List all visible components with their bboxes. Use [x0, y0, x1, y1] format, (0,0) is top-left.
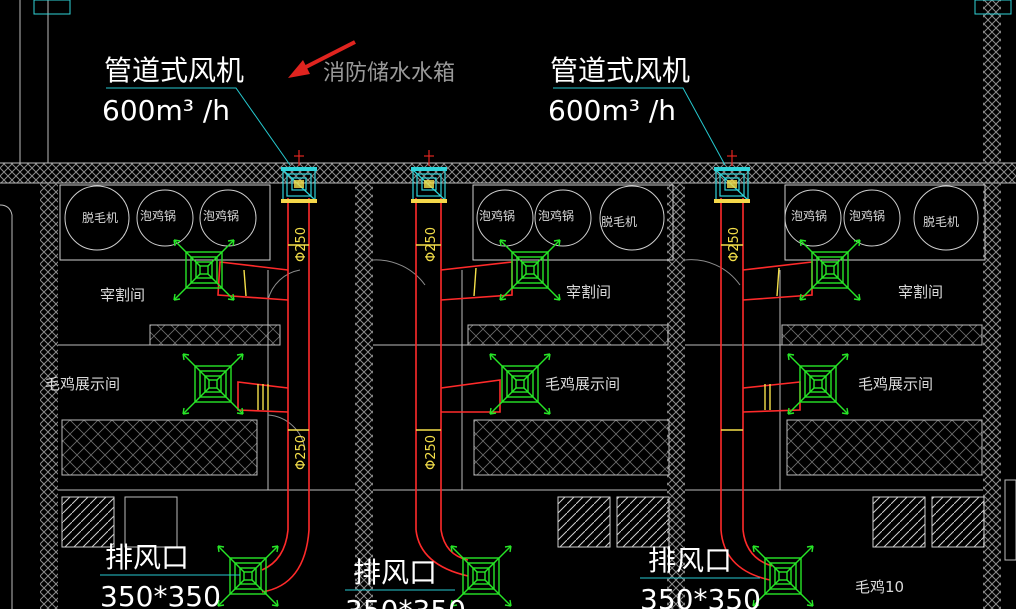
duct-diameter-label: Φ250	[294, 435, 309, 470]
fan-label-2-flow: 600m³ /h	[548, 94, 676, 127]
duct-diameter-label: Φ250	[727, 227, 742, 262]
equipment-label: 脱毛机	[601, 214, 637, 229]
exhaust-label-3-size: 350*350	[640, 583, 761, 609]
room-label-showroom: 毛鸡展示间	[545, 375, 620, 393]
diffuser-icon	[182, 353, 244, 415]
equipment-label: 脱毛机	[82, 210, 118, 225]
room-label-bottom-right: 毛鸡10	[855, 578, 904, 596]
diffuser-icon	[217, 545, 279, 607]
equipment-label: 泡鸡锅	[203, 208, 239, 223]
room-label-slaughter: 宰割间	[100, 286, 145, 304]
fan-label-2-name: 管道式风机	[550, 54, 690, 87]
exhaust-label-3-name: 排风口	[648, 544, 732, 577]
room-label-showroom: 毛鸡展示间	[45, 375, 120, 393]
top-wall	[0, 163, 1016, 183]
fan-label-1-name: 管道式风机	[104, 54, 244, 87]
equipment-label: 脱毛机	[923, 214, 959, 229]
diffuser-icon	[489, 353, 551, 415]
diffuser-icon	[173, 239, 235, 301]
fan-label-1-flow: 600m³ /h	[102, 94, 230, 127]
exhaust-label-2-size: 350*350	[345, 594, 466, 609]
room-label-slaughter: 宰割间	[566, 283, 611, 301]
diffuser-icon	[499, 239, 561, 301]
exhaust-label-1-size: 350*350	[100, 580, 221, 609]
red-arrow-icon	[288, 40, 356, 78]
duct-diameter-label: Φ250	[424, 435, 439, 470]
duct-diameter-label: Φ250	[294, 227, 309, 262]
equipment-label: 泡鸡锅	[538, 208, 574, 223]
equipment-label: 泡鸡锅	[140, 208, 176, 223]
diffuser-icon	[799, 239, 861, 301]
diffuser-icon	[787, 353, 849, 415]
equipment-label: 泡鸡锅	[479, 208, 515, 223]
exhaust-label-2-name: 排风口	[353, 556, 437, 589]
room-label-showroom: 毛鸡展示间	[858, 375, 933, 393]
room-label-slaughter: 宰割间	[898, 283, 943, 301]
annotation-water-tank: 消防储水水箱	[323, 61, 455, 86]
equipment-label: 泡鸡锅	[791, 208, 827, 223]
equipment-label: 泡鸡锅	[849, 208, 885, 223]
exhaust-label-1-name: 排风口	[105, 541, 189, 574]
diffuser-icon	[752, 545, 814, 607]
duct-diameter-label: Φ250	[424, 227, 439, 262]
